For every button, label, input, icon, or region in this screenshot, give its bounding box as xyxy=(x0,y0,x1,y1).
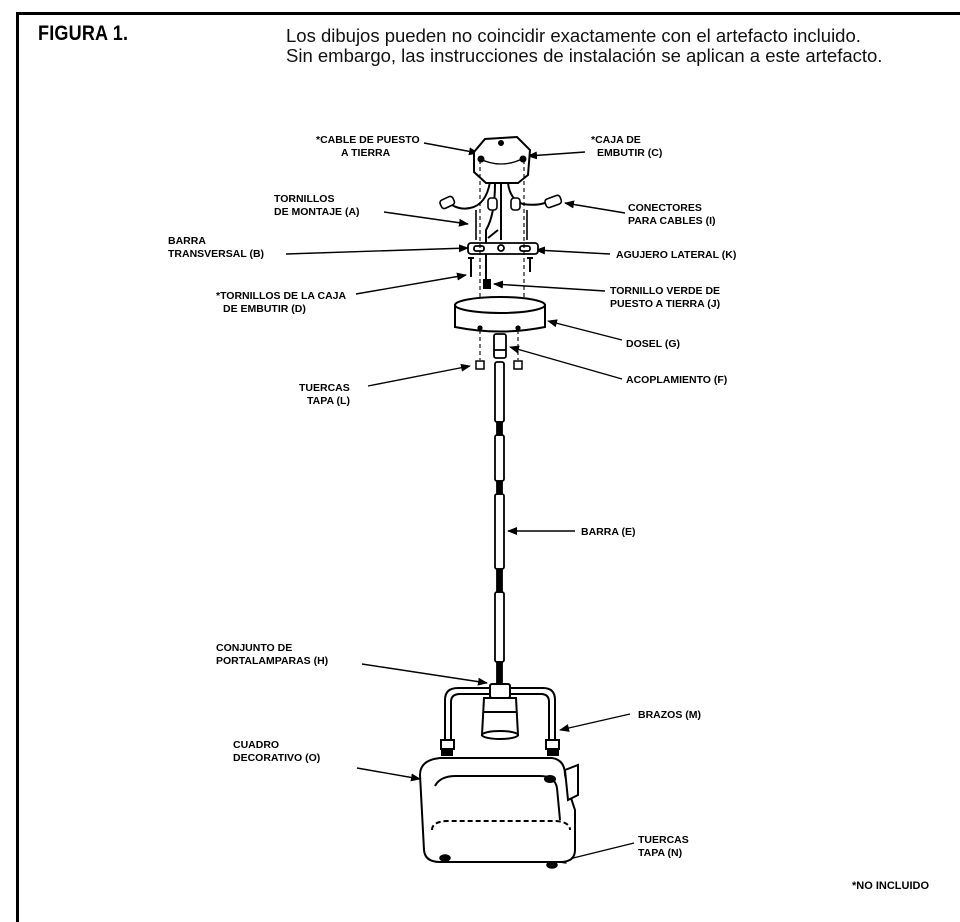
wires xyxy=(451,181,546,282)
label-cable-tierra: *CABLE DE PUESTO A TIERRA xyxy=(316,134,420,159)
label-tornillos-caja: *TORNILLOS DE LA CAJA DE EMBUTIR (D) xyxy=(216,290,347,315)
leader-cuadro xyxy=(356,767,421,782)
leader-lines xyxy=(285,142,635,864)
coupling xyxy=(493,333,507,359)
label-agujero: AGUJERO LATERAL (K) xyxy=(616,249,737,261)
decorative-shade xyxy=(418,757,579,863)
label-tornillo-verde: TORNILLO VERDE DE PUESTO A TIERRA (J) xyxy=(610,285,721,310)
label-conectores: CONECTORES PARA CABLES (I) xyxy=(628,202,716,227)
cap-nuts-n xyxy=(439,854,558,869)
intro-line-2: Sin embargo, las instrucciones de instal… xyxy=(286,45,883,66)
label-barra-transversal: BARRA TRANSVERSAL (B) xyxy=(168,235,265,260)
leader-tornillos-montaje xyxy=(383,211,469,227)
label-acoplamiento: ACOPLAMIENTO (F) xyxy=(626,374,728,386)
leader-portalamparas xyxy=(361,663,488,686)
socket xyxy=(480,683,520,740)
alignment-lines xyxy=(444,160,553,855)
figure-frame xyxy=(16,12,960,922)
footnote: *NO INCLUIDO xyxy=(852,880,929,892)
outlet-box xyxy=(473,135,532,184)
canopy xyxy=(454,296,546,333)
leader-dosel xyxy=(547,319,623,341)
screws xyxy=(468,210,533,289)
leader-barra-transversal xyxy=(285,244,469,255)
label-tornillos-montaje: TORNILLOS DE MONTAJE (A) xyxy=(274,193,360,218)
figure-title: FIGURA 1. xyxy=(38,22,129,45)
intro-text: Los dibujos pueden no coincidir exactame… xyxy=(286,26,882,66)
leader-brazos xyxy=(559,713,631,732)
label-barra-e: BARRA (E) xyxy=(581,526,636,538)
label-caja: *CAJA DE EMBUTIR (C) xyxy=(591,134,663,159)
leader-agujero xyxy=(535,246,611,255)
crossbar xyxy=(467,242,539,255)
label-portalamparas: CONJUNTO DE PORTALAMPARAS (H) xyxy=(216,642,329,667)
leader-tornillo-verde xyxy=(493,280,606,292)
cap-nuts-l xyxy=(475,360,523,370)
label-dosel: DOSEL (G) xyxy=(626,338,681,350)
label-brazos: BRAZOS (M) xyxy=(638,709,701,721)
rod xyxy=(494,361,505,685)
leader-conectores xyxy=(564,200,626,214)
wire-connectors xyxy=(439,194,563,211)
leader-tornillos-caja xyxy=(355,272,467,295)
leader-cable-tierra xyxy=(423,142,479,156)
label-cuadro: CUADRO DECORATIVO (O) xyxy=(233,739,321,764)
leader-caja xyxy=(527,151,586,160)
leader-acoplamiento xyxy=(509,345,623,380)
leader-tuercas-l xyxy=(367,363,471,387)
label-tuercas-l: TUERCAS TAPA (L) xyxy=(299,382,350,407)
label-tuercas-n: TUERCAS TAPA (N) xyxy=(638,834,689,859)
intro-line-1: Los dibujos pueden no coincidir exactame… xyxy=(286,25,861,46)
